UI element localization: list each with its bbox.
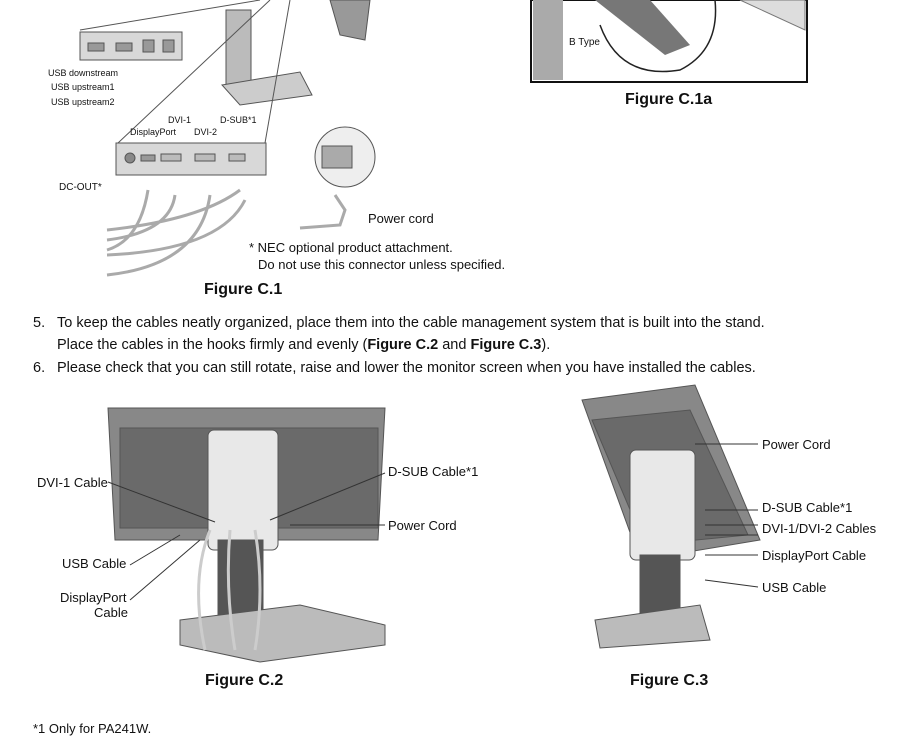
figure-c2-illustration bbox=[107, 407, 386, 663]
figure-c1-caption: Figure C.1 bbox=[204, 281, 283, 298]
label-dvi2: DVI-2 bbox=[194, 127, 218, 137]
label-usb-downstream: USB downstream bbox=[48, 68, 119, 78]
figure-c1-illustration bbox=[79, 0, 376, 277]
label-power-cord: Power cord bbox=[368, 211, 434, 226]
figure-c1a-caption: Figure C.1a bbox=[625, 91, 713, 108]
c2-label-cable: Cable bbox=[94, 605, 128, 620]
c3-label-dvi: DVI-1/DVI-2 Cables bbox=[762, 521, 877, 536]
ref-figure-c3: Figure C.3 bbox=[470, 337, 542, 353]
note-line2: Do not use this connector unless specifi… bbox=[258, 257, 506, 272]
label-b-type: B Type bbox=[569, 37, 600, 48]
label-dc-out: DC-OUT* bbox=[59, 182, 102, 193]
step-5-number: 5. bbox=[33, 315, 46, 331]
c2-label-dsub: D-SUB Cable*1 bbox=[388, 464, 479, 479]
figure-c1a-illustration bbox=[530, 0, 808, 83]
figure-c3-caption: Figure C.3 bbox=[630, 672, 709, 689]
step-6-number: 6. bbox=[33, 360, 46, 376]
label-usb-upstream2: USB upstream2 bbox=[51, 97, 115, 107]
label-dsub: D-SUB*1 bbox=[220, 115, 257, 125]
c2-label-displayport: DisplayPort bbox=[60, 590, 127, 605]
c3-label-displayport: DisplayPort Cable bbox=[762, 548, 867, 563]
c2-label-dvi1: DVI-1 Cable bbox=[37, 475, 108, 490]
label-displayport: DisplayPort bbox=[130, 127, 177, 137]
c3-label-power: Power Cord bbox=[762, 437, 831, 452]
c2-label-usb: USB Cable bbox=[62, 556, 127, 571]
figure-c2-caption: Figure C.2 bbox=[205, 672, 284, 689]
c2-label-power: Power Cord bbox=[388, 518, 457, 533]
step-5-line1: To keep the cables neatly organized, pla… bbox=[57, 315, 765, 331]
figure-c3-illustration bbox=[581, 384, 761, 649]
c3-label-usb: USB Cable bbox=[762, 580, 827, 595]
c3-label-dsub: D-SUB Cable*1 bbox=[762, 500, 853, 515]
step-5-line2: Place the cables in the hooks firmly and… bbox=[57, 337, 551, 353]
label-usb-upstream1: USB upstream1 bbox=[51, 82, 115, 92]
note-line1: * NEC optional product attachment. bbox=[249, 240, 453, 255]
label-dvi1: DVI-1 bbox=[168, 115, 192, 125]
ref-figure-c2: Figure C.2 bbox=[367, 337, 439, 353]
footnote: *1 Only for PA241W. bbox=[33, 721, 152, 736]
step-6-line1: Please check that you can still rotate, … bbox=[57, 360, 756, 376]
